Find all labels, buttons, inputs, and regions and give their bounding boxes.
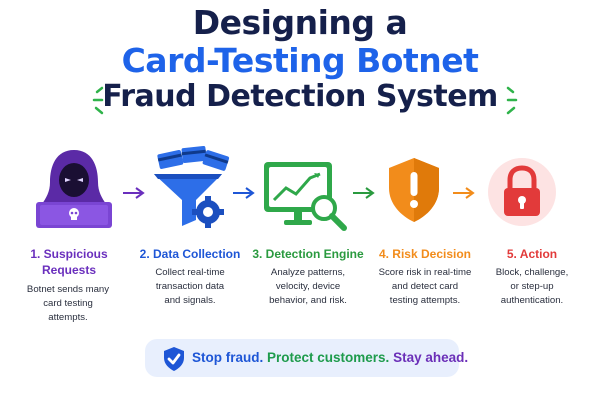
- page-title: Designing a Card-Testing Botnet Fraud De…: [0, 6, 600, 112]
- step-1-title: 1. Suspicious Requests: [30, 247, 108, 277]
- step-1-description: Botnet sends many card testing attempts.: [26, 284, 110, 323]
- arrow-right-icon: [233, 187, 255, 199]
- monitor-chart-magnifier-icon: [264, 162, 347, 231]
- title-line-1: Designing a: [192, 3, 408, 42]
- step-3-description: Analyze patterns, velocity, device behav…: [269, 267, 347, 306]
- title-line-2: Card-Testing Botnet: [121, 41, 479, 80]
- title-line-3: Fraud Detection System: [102, 79, 498, 114]
- step-2-title: 2. Data Collection: [139, 247, 241, 261]
- check-shield-icon: [164, 347, 184, 371]
- lock-icon: [488, 158, 556, 226]
- step-5-description: Block, challenge, or step-up authenticat…: [495, 267, 569, 306]
- slogan-banner: Stop fraud. Protect customers. Stay ahea…: [145, 339, 468, 377]
- slogan-part-2: Protect customers.: [267, 350, 390, 365]
- left-sparkle-icon: [92, 86, 104, 115]
- step-4-title: 4. Risk Decision: [378, 247, 472, 261]
- funnel-cards-gear-icon: [154, 146, 230, 228]
- warning-shield-icon: [389, 158, 439, 222]
- step-5-title: 5. Action: [506, 247, 558, 261]
- step-4-description: Score risk in real-time and detect card …: [378, 267, 472, 306]
- slogan-part-3: Stay ahead.: [393, 350, 469, 365]
- slogan-part-1: Stop fraud.: [192, 350, 264, 365]
- step-3-title: 3. Detection Engine: [252, 247, 364, 261]
- right-sparkle-icon: [506, 86, 518, 115]
- arrow-right-icon: [353, 187, 375, 199]
- step-2-description: Collect real-time transaction data and s…: [155, 267, 225, 306]
- arrow-right-icon: [123, 187, 145, 199]
- arrow-right-icon: [453, 187, 475, 199]
- hooded-hacker-laptop-icon: [36, 150, 112, 228]
- slogan-text: Stop fraud. Protect customers. Stay ahea…: [192, 350, 468, 365]
